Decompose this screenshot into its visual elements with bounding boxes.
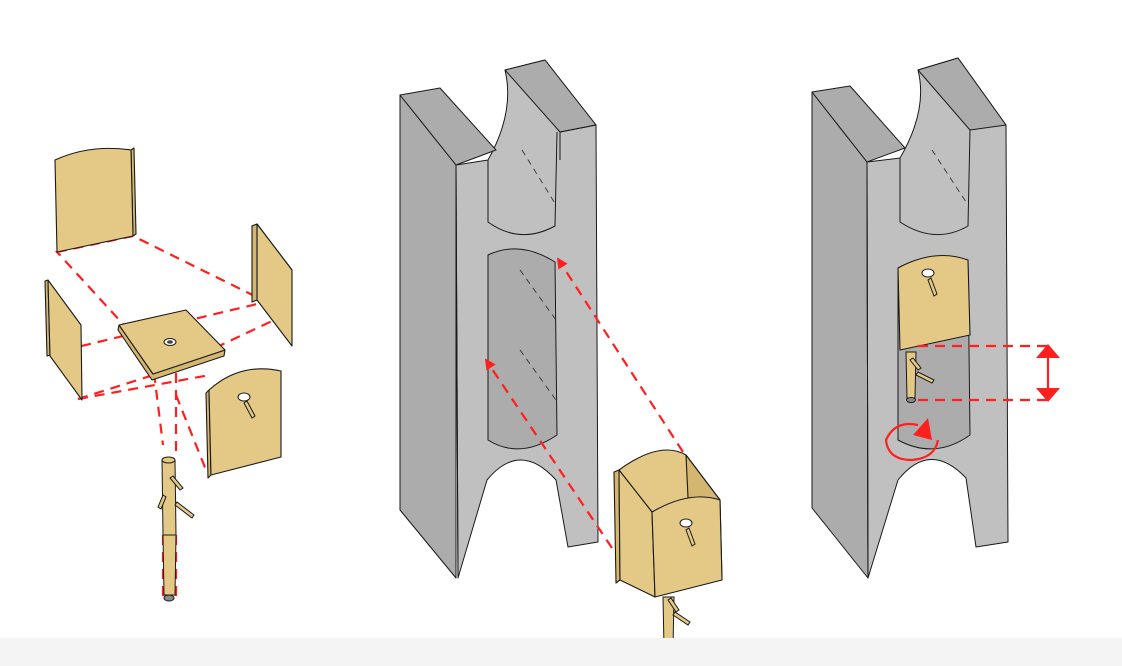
- footer-strip: [0, 638, 1122, 666]
- panel-exploded-box: [44, 147, 293, 602]
- arrow-down-icon: [1036, 388, 1060, 402]
- rotate-arrow-icon: [913, 418, 932, 440]
- insertion-guides: [484, 257, 684, 549]
- threaded-rod: [157, 456, 195, 602]
- back-panel: [54, 147, 137, 253]
- left-side-panel: [44, 279, 83, 401]
- assembled-box: [613, 449, 723, 654]
- arrow-up-icon: [1036, 344, 1060, 358]
- panel-adjust-box: [811, 57, 1060, 579]
- height-adjust-indicator: [918, 344, 1060, 402]
- front-hole-icon: [237, 392, 251, 402]
- inserted-box: [897, 255, 971, 403]
- panel-insert-box: [399, 59, 723, 654]
- box-hole-icon: [679, 518, 693, 528]
- rotation-indicator: [884, 418, 940, 462]
- bottom-plate: [117, 309, 226, 381]
- front-panel: [205, 368, 282, 479]
- rod-end-cap-icon: [163, 594, 175, 602]
- right-side-panel: [251, 223, 293, 347]
